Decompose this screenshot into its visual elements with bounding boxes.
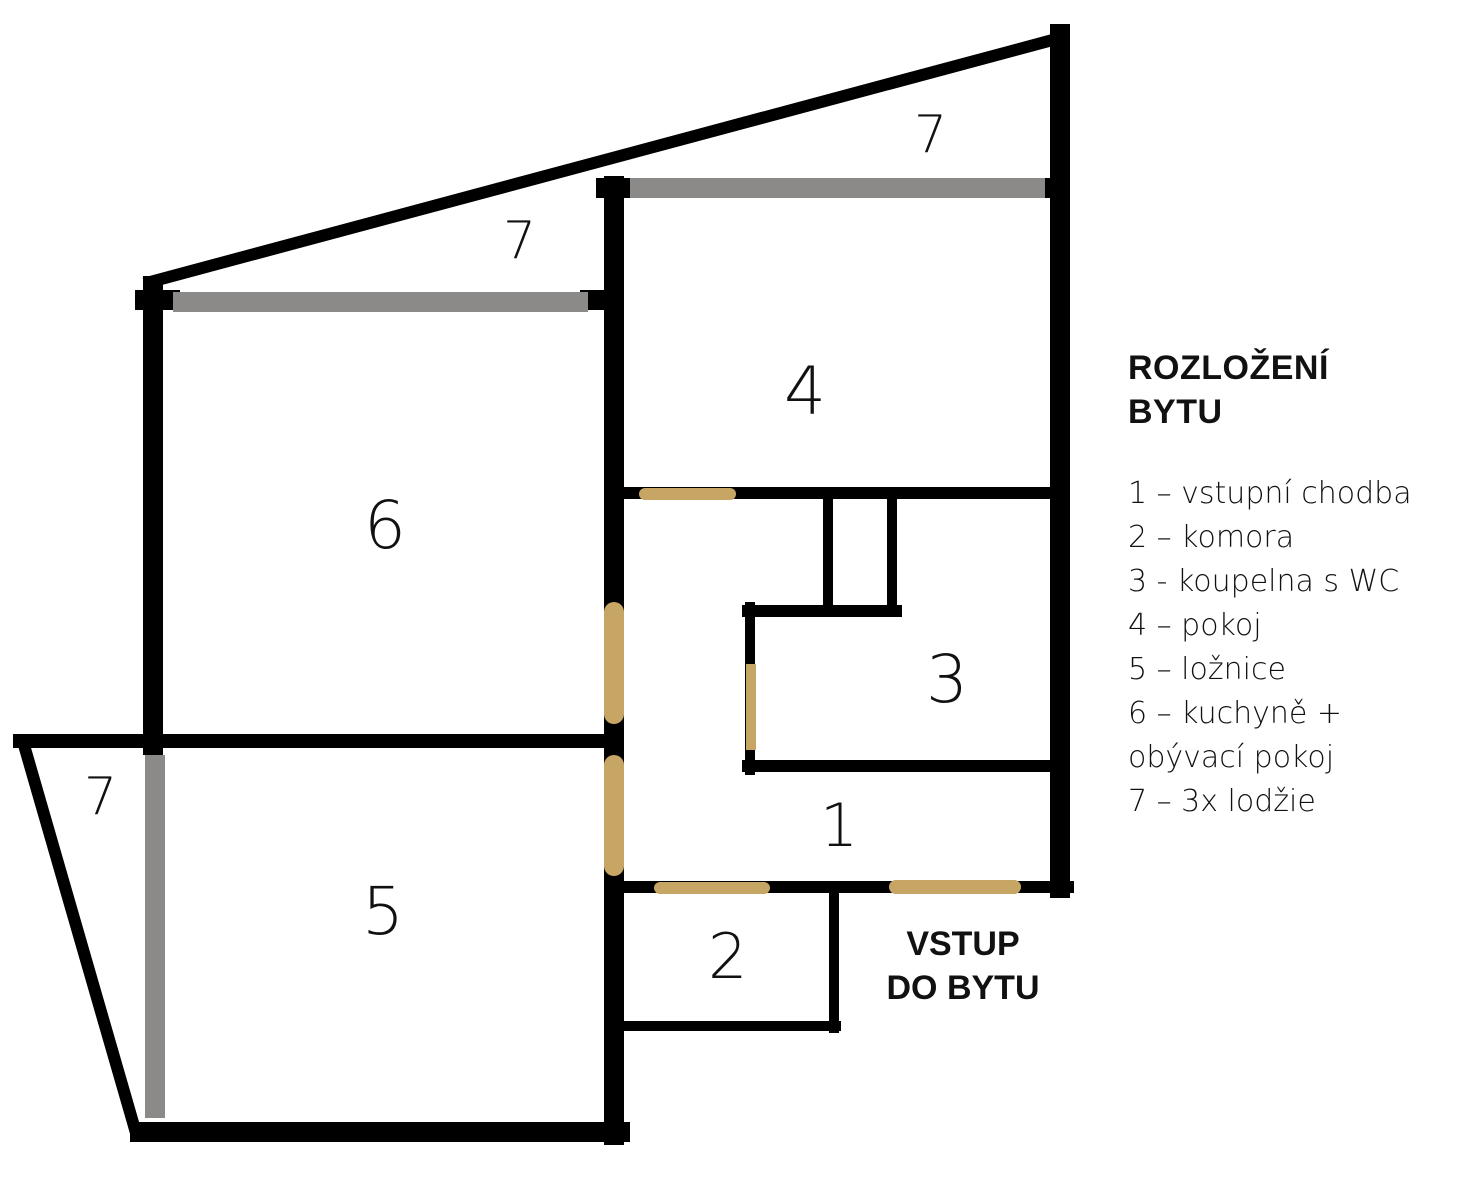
legend-title: ROZLOŽENÍ BYTU xyxy=(1128,346,1412,434)
room-label-5: 5 xyxy=(362,873,404,950)
room-label-7-top-right: 7 xyxy=(914,105,947,165)
windows xyxy=(145,178,1045,1118)
legend-item: 6 – kuchyně + xyxy=(1128,696,1343,731)
legend-item: 1 – vstupní chodba xyxy=(1128,476,1412,511)
room-label-2: 2 xyxy=(708,920,747,993)
room-label-7-top-left: 7 xyxy=(503,211,536,271)
room-label-7-left: 7 xyxy=(84,767,117,827)
legend-item: 7 – 3x lodžie xyxy=(1128,784,1316,819)
entrance-label-line2: DO BYTU xyxy=(886,969,1040,1007)
legend: ROZLOŽENÍ BYTU 1 – vstupní chodba 2 – ko… xyxy=(1128,346,1412,824)
legend-item: obývací pokoj xyxy=(1128,740,1335,775)
legend-item: 4 – pokoj xyxy=(1128,608,1262,643)
doors xyxy=(604,488,1021,894)
legend-item: 3 - koupelna s WC xyxy=(1128,564,1400,599)
room-label-6: 6 xyxy=(364,487,406,564)
legend-item: 2 – komora xyxy=(1128,520,1295,555)
legend-list: 1 – vstupní chodba 2 – komora 3 - koupel… xyxy=(1128,472,1412,824)
room-label-1: 1 xyxy=(820,791,858,861)
entrance-label: VSTUP DO BYTU xyxy=(868,922,1058,1010)
legend-title-line1: ROZLOŽENÍ xyxy=(1128,349,1329,387)
entrance-label-line1: VSTUP xyxy=(906,925,1020,963)
legend-title-line2: BYTU xyxy=(1128,393,1223,431)
legend-item: 5 – ložnice xyxy=(1128,652,1286,687)
room-label-4: 4 xyxy=(784,353,826,430)
room-label-3: 3 xyxy=(926,641,968,718)
